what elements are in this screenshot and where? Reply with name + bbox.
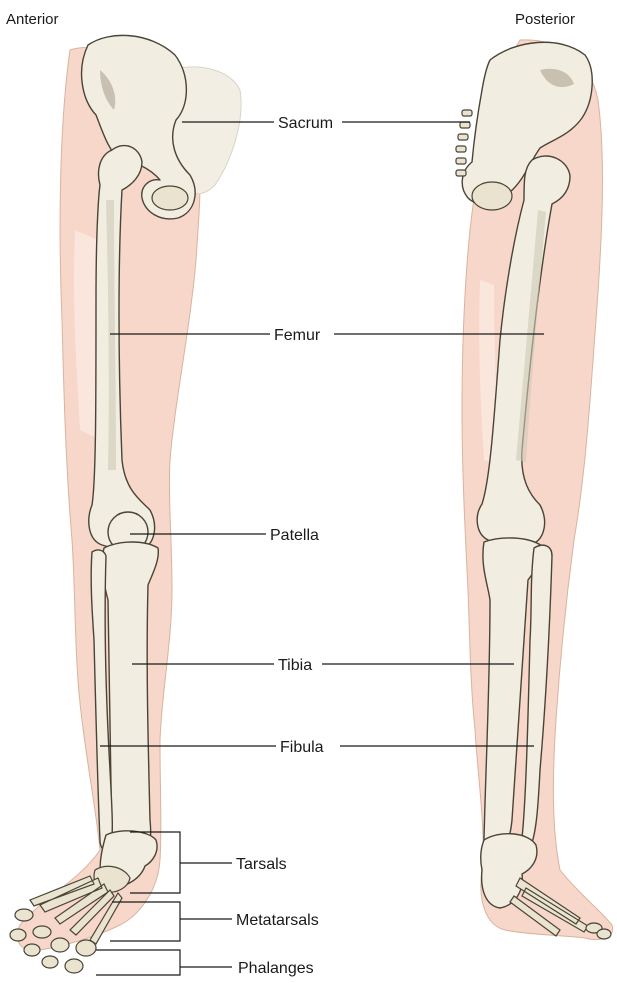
patella-label: Patella (270, 527, 319, 544)
sacrum-label: Sacrum (278, 115, 333, 132)
posterior-leg (456, 40, 613, 940)
tibia-label: Tibia (278, 657, 312, 674)
femur-label: Femur (274, 327, 321, 344)
phalanges-bracket (96, 950, 232, 975)
metatarsals-label: Metatarsals (236, 912, 319, 929)
phalanges-label: Phalanges (238, 960, 314, 977)
posterior-view-label: Posterior (515, 11, 575, 28)
anterior-obturator (152, 186, 188, 210)
fibula-label: Fibula (280, 739, 324, 756)
anterior-view-label: Anterior (6, 11, 59, 28)
anterior-leg (10, 35, 241, 973)
tarsals-label: Tarsals (236, 856, 287, 873)
posterior-ischium (472, 182, 512, 210)
